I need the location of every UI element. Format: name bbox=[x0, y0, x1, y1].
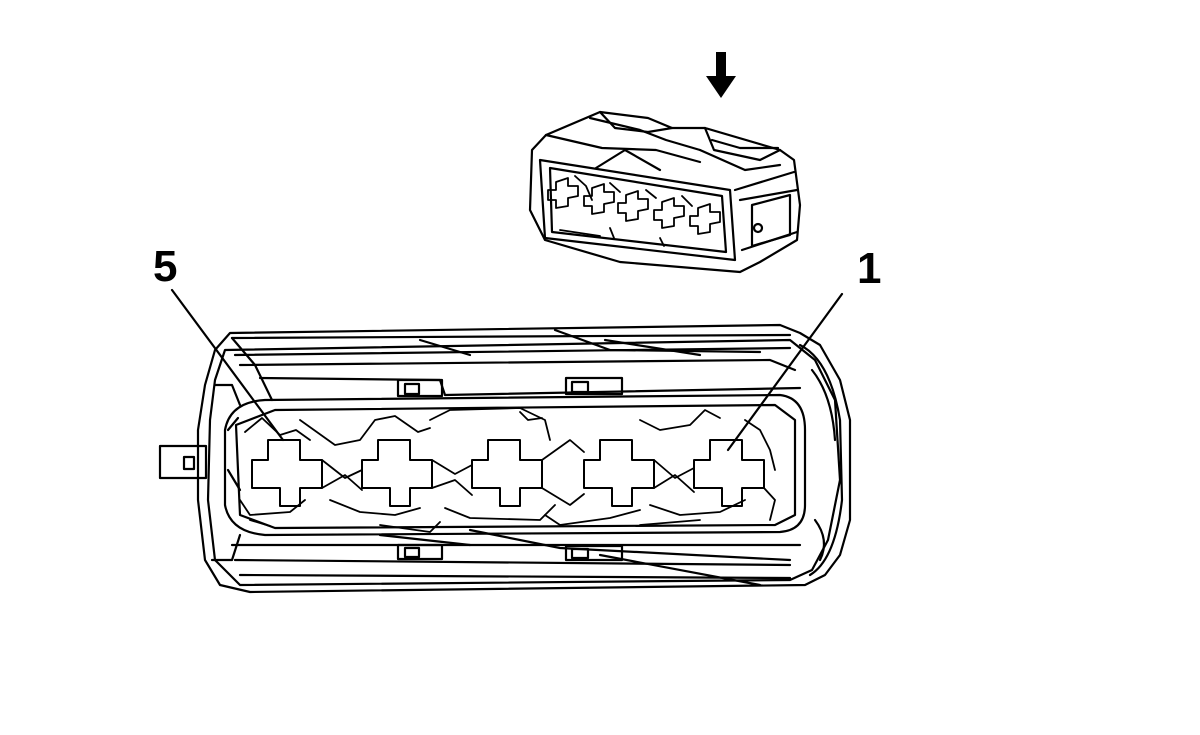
callout-label-1: 1 bbox=[857, 244, 882, 293]
leader-line-1 bbox=[726, 292, 844, 452]
callout-label-5: 5 bbox=[153, 242, 178, 291]
leader-line-5 bbox=[170, 288, 285, 442]
large-connector-face-view bbox=[158, 323, 852, 594]
small-connector-perspective bbox=[528, 110, 802, 274]
down-arrow-icon bbox=[706, 52, 736, 98]
